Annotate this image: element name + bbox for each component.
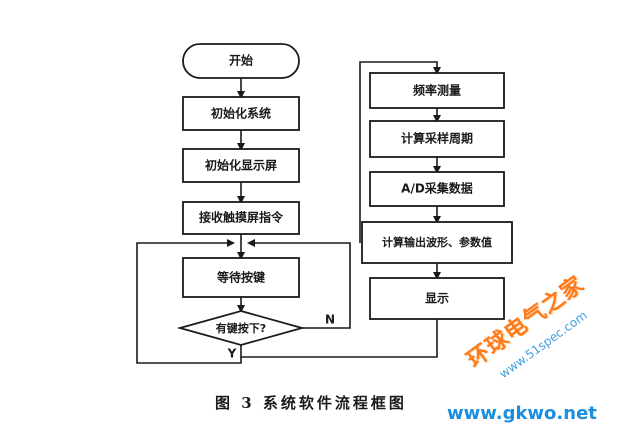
key-pressed-decision — [176, 310, 306, 346]
connector-to-freq — [359, 61, 441, 243]
init-system-label: 初始化系统 — [211, 106, 271, 121]
calc-output-box — [361, 221, 513, 264]
wait-key-box — [182, 257, 300, 298]
init-display-box — [182, 148, 300, 183]
connector-yes-branch — [240, 319, 438, 358]
init-display-label: 初始化显示屏 — [205, 158, 277, 173]
loop-left — [136, 239, 242, 364]
receive-touch-box — [182, 201, 300, 235]
start-terminal — [182, 43, 300, 79]
figure-caption: 图 3 系统软件流程框图 — [215, 394, 407, 412]
calc-period-label: 计算采样周期 — [401, 131, 473, 146]
receive-touch-label: 接收触摸屏指令 — [199, 210, 284, 225]
yes-branch-label: Y — [227, 347, 237, 361]
no-branch-label: N — [325, 313, 335, 327]
display-label: 显示 — [425, 292, 449, 306]
loop-no-branch — [247, 239, 351, 329]
key-pressed-label: 有键按下? — [216, 321, 266, 335]
start-label: 开始 — [229, 53, 253, 68]
wait-key-label: 等待按键 — [216, 270, 265, 285]
ad-sample-box — [369, 171, 505, 207]
freq-measure-box — [369, 72, 505, 109]
calc-period-box — [369, 120, 505, 158]
ad-sample-label: A/D采集数据 — [401, 181, 473, 196]
watermark-site-large: www.gkwo.net — [447, 403, 597, 424]
freq-measure-label: 频率测量 — [413, 83, 461, 98]
calc-output-label: 计算输出波形、参数值 — [382, 235, 492, 249]
display-box — [369, 277, 505, 320]
init-system-box — [182, 96, 300, 131]
